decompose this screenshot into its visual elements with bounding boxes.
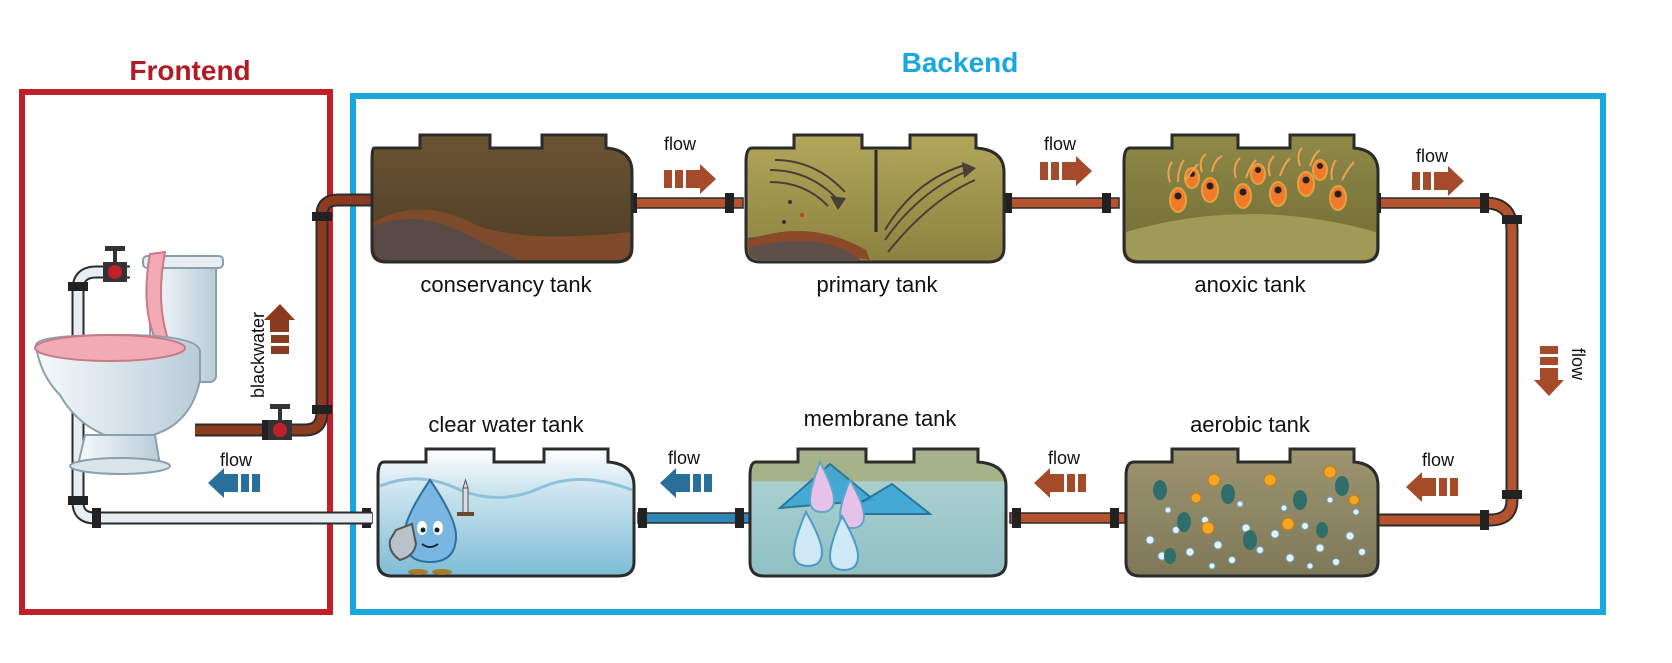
- flow-arrow-up: blackwater: [248, 304, 295, 398]
- valve-icon: [268, 404, 292, 440]
- shield-icon: [388, 522, 418, 562]
- sword-icon: [457, 478, 474, 516]
- flow-arrow-right: flow: [1412, 146, 1464, 196]
- backend-frame: [350, 93, 1606, 615]
- toilet-icon: [34, 250, 224, 475]
- tank-label: aerobic tank: [1190, 412, 1311, 437]
- water-droplet-mascot-icon: [402, 478, 458, 575]
- flow-arrow-left: flow: [208, 450, 260, 498]
- flow-label: flow: [1422, 450, 1455, 470]
- frontend-title: Frontend: [129, 55, 250, 86]
- flow-label: flow: [1044, 134, 1077, 154]
- flow-arrow-left: flow: [1406, 450, 1458, 502]
- blackwater-label: blackwater: [248, 312, 268, 398]
- conservancy-tank: conservancy tank: [370, 133, 634, 297]
- flow-label: flow: [668, 448, 701, 468]
- primary-tank: primary tank: [744, 133, 1006, 297]
- tank-label: anoxic tank: [1194, 272, 1306, 297]
- flow-label: flow: [1048, 448, 1081, 468]
- membrane-tank: membrane tank: [748, 406, 1008, 578]
- clear-water-tank: clear water tank: [376, 412, 636, 578]
- flow-label: flow: [220, 450, 253, 470]
- backend-title: Backend: [902, 47, 1019, 78]
- flow-label: flow: [1568, 348, 1588, 381]
- tank-label: membrane tank: [804, 406, 958, 431]
- membrane-droplet-icon: [777, 459, 933, 572]
- aerobic-tank: aerobic tank: [1124, 412, 1380, 578]
- flow-arrow-right: flow: [1040, 134, 1092, 186]
- flow-label: flow: [1416, 146, 1449, 166]
- anoxic-tank: anoxic tank: [1122, 133, 1380, 297]
- tank-label: clear water tank: [428, 412, 584, 437]
- tank-label: conservancy tank: [420, 272, 592, 297]
- bacteria-icon: [1167, 147, 1355, 213]
- flow-arrow-left: flow: [1034, 448, 1086, 498]
- frontend-frame: [19, 89, 333, 615]
- flow-arrow-left: flow: [660, 448, 712, 498]
- flow-label: flow: [664, 134, 697, 154]
- tank-label: primary tank: [816, 272, 938, 297]
- valve-icon: [103, 246, 127, 282]
- flow-arrow-right: flow: [664, 134, 716, 194]
- flow-arrow-down: flow: [1534, 346, 1588, 396]
